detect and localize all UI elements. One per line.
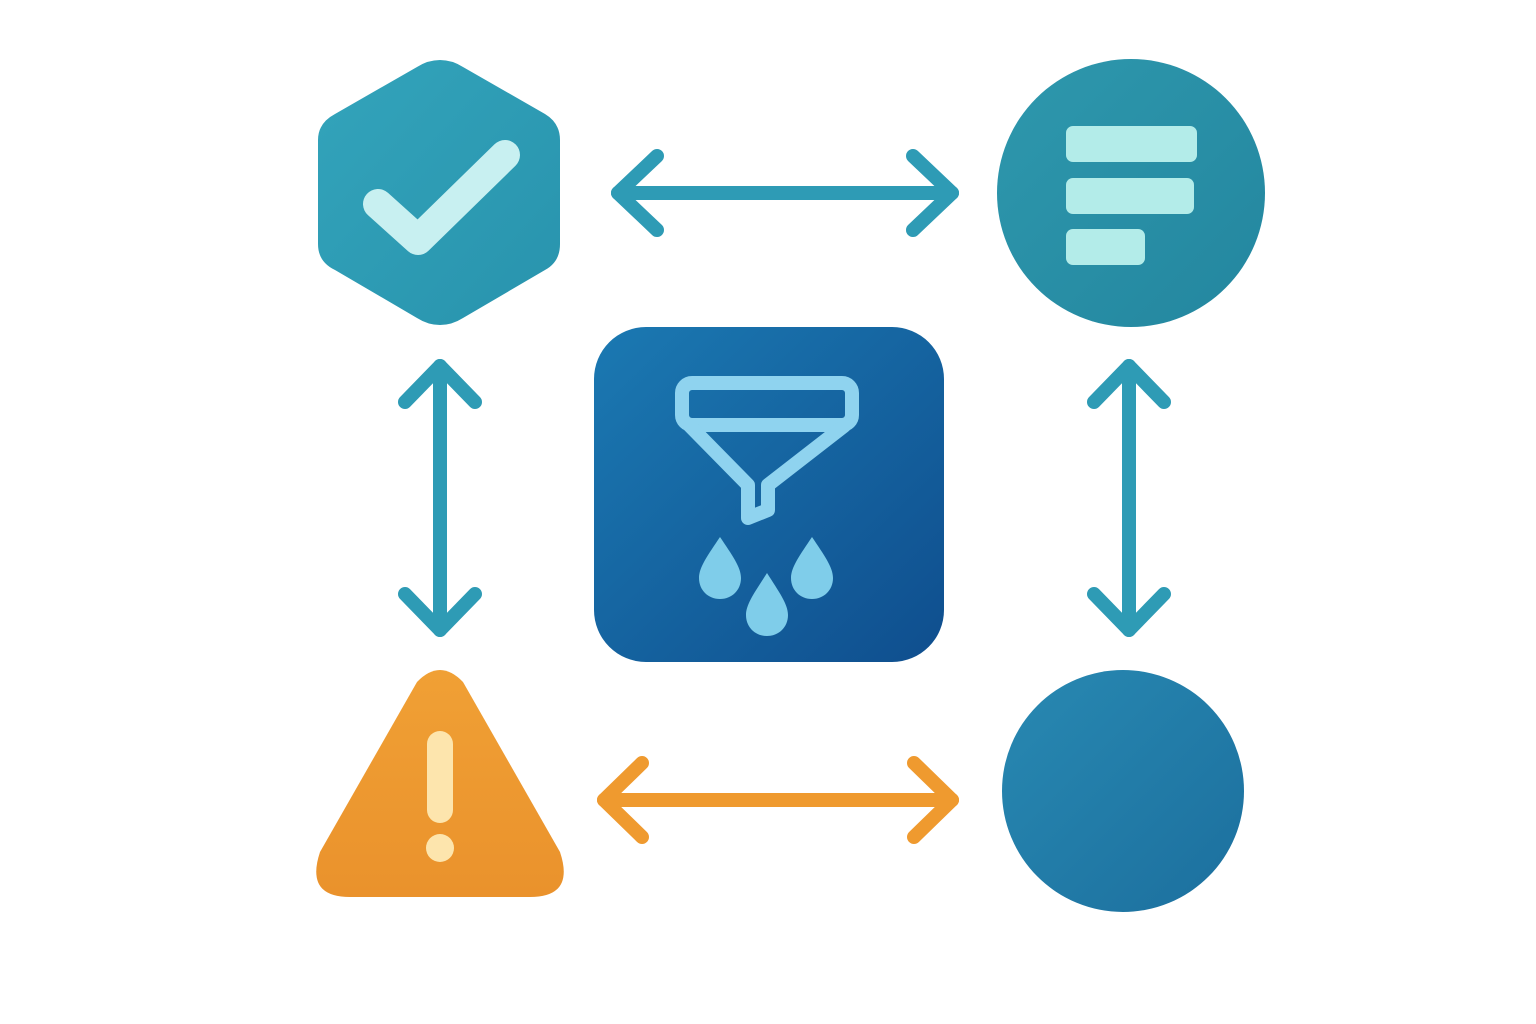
arrow-list-status: [1087, 359, 1171, 637]
drops-icon: [699, 537, 833, 636]
list-node: [997, 59, 1265, 327]
funnel-icon: [675, 376, 859, 525]
check-icon: [363, 140, 520, 255]
hexagon-shape: [318, 60, 560, 325]
warning-node: [316, 670, 564, 897]
arrow-warning-status: [597, 756, 959, 844]
circle-shape: [1002, 670, 1244, 912]
arrow-validate-warning: [398, 359, 482, 637]
filter-node: [594, 327, 944, 662]
arrow-validate-list: [611, 149, 959, 237]
validate-node: [318, 60, 560, 325]
exclamation-icon: [426, 731, 454, 862]
list-lines-icon: [1066, 126, 1197, 265]
status-node: [1002, 670, 1244, 912]
